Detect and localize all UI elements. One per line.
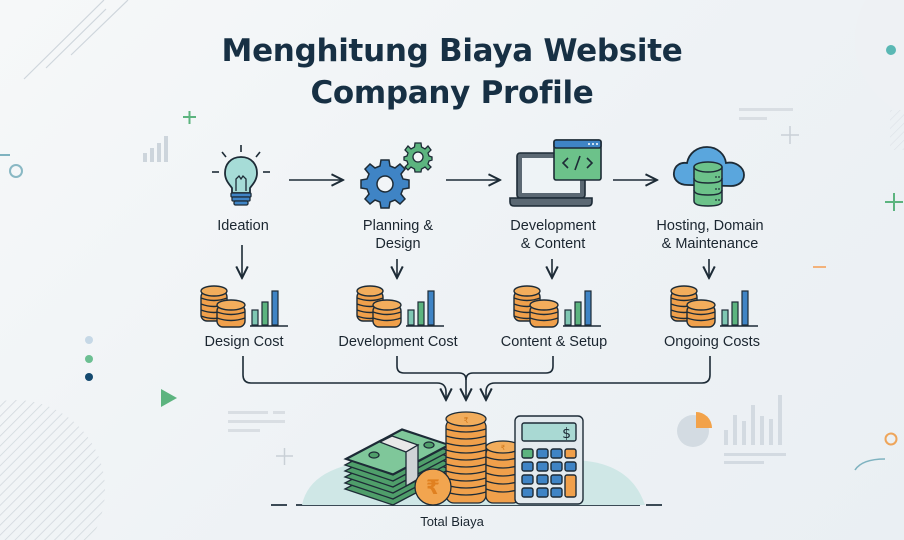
hatched-circle-decoration: [0, 400, 105, 540]
cost-label-ongoing: Ongoing Costs: [664, 334, 760, 350]
cost-label-content-setup: Content & Setup: [500, 334, 608, 350]
lightbulb-icon: [212, 145, 270, 206]
bar-chart-decoration: [143, 136, 168, 162]
svg-text:₹: ₹: [501, 444, 506, 452]
page-title: Menghitung Biaya Website Company Profile: [0, 30, 904, 114]
coins-chart-icon: [356, 285, 445, 328]
stage-label-line: Hosting, Domain: [656, 218, 764, 234]
total-label: Total Biaya: [420, 514, 484, 529]
total-illustration: ₹ ₹ ₹ $: [302, 411, 645, 506]
cost-label-development: Development Cost: [338, 334, 458, 350]
stage-label-line: Development: [510, 218, 596, 234]
coins-chart-icon: [670, 285, 759, 328]
stage-label-line: Planning &: [362, 218, 434, 234]
rupee-symbol: ₹: [426, 475, 440, 499]
cloud-database-icon: [672, 146, 745, 207]
stage-label-development-content: Development & Content: [473, 217, 633, 253]
cash-stack-icon: [343, 428, 452, 506]
cost-label-design: Design Cost: [204, 334, 284, 350]
stage-label-planning-design: Planning & Design: [318, 217, 478, 253]
diagonal-lines-decoration: [23, 0, 129, 80]
gears-icon: [360, 142, 433, 209]
play-decoration: [161, 389, 177, 407]
plus-decoration: [183, 111, 903, 211]
coins-chart-icon: [513, 285, 602, 328]
stage-label-line: Design: [375, 236, 421, 252]
calculator-icon: [514, 415, 584, 505]
coins-chart-icon: [200, 285, 289, 328]
laptop-code-icon: [509, 139, 602, 207]
stage-label-line: & Maintenance: [661, 236, 759, 252]
title-line-1: Menghitung Biaya Website: [221, 33, 683, 69]
rupee-coin-stack-icon: [414, 411, 521, 506]
stage-label-hosting-maintenance: Hosting, Domain & Maintenance: [630, 217, 790, 253]
stage-label-line: & Content: [520, 236, 586, 252]
svg-text:₹: ₹: [463, 416, 468, 425]
bar-chart-decoration: [724, 395, 786, 464]
pie-chart-decoration: [677, 412, 712, 447]
stage-label-line: Ideation: [217, 218, 269, 234]
title-line-2: Company Profile: [310, 75, 594, 111]
calculator-display: $: [562, 426, 571, 442]
stage-label-ideation: Ideation: [163, 217, 323, 235]
